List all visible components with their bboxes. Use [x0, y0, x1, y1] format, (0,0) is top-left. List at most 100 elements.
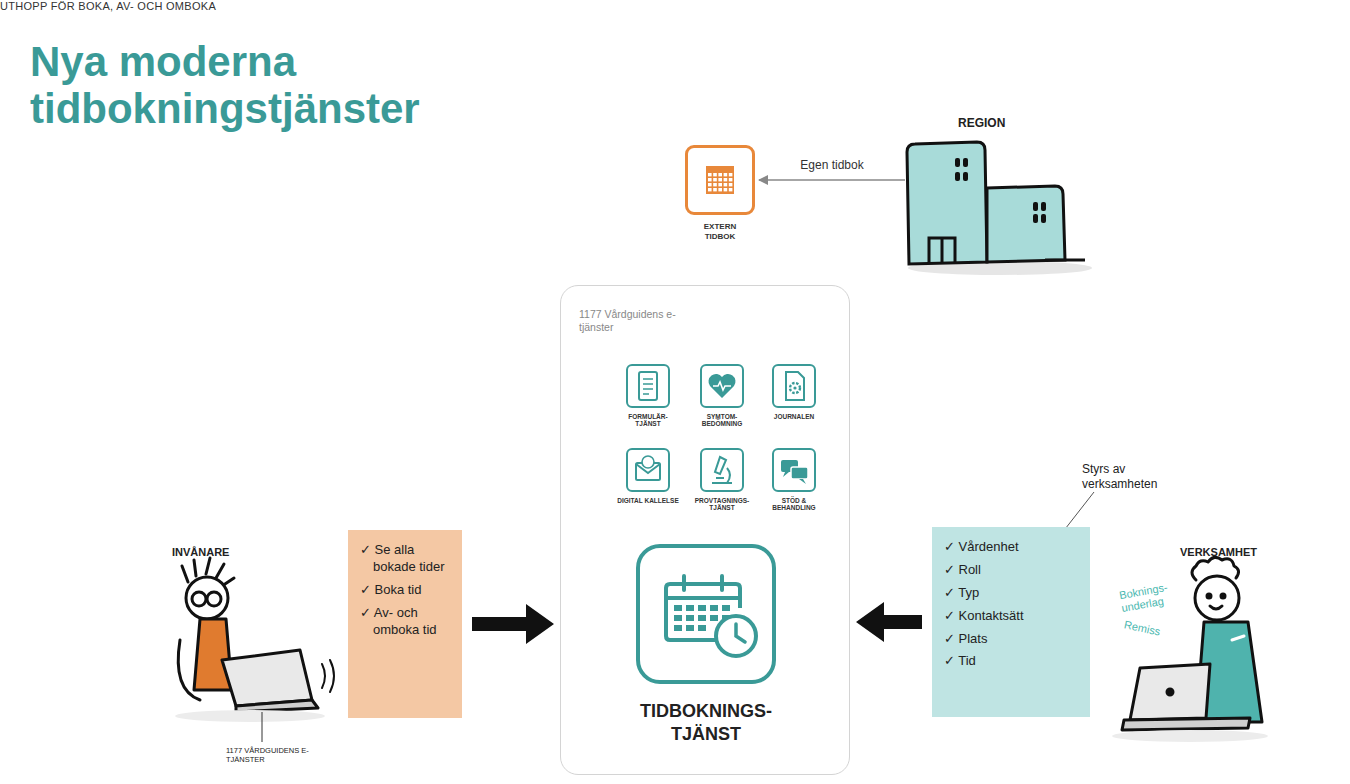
- node-ext: EXTERN TIDBOK: [683, 145, 757, 241]
- door: [929, 238, 955, 262]
- smile: [1210, 606, 1222, 609]
- service-label: STÖD & BEHANDLING: [763, 497, 825, 512]
- calendar-frame: [706, 166, 734, 194]
- service-icon: [772, 364, 816, 408]
- service-glyph: [774, 366, 814, 406]
- motion-lines: [322, 660, 334, 692]
- calendar-cell: [718, 183, 722, 186]
- checklist-item: ✓ Boka tid: [360, 582, 454, 599]
- building-tall: [907, 142, 987, 264]
- window: [963, 172, 968, 181]
- edge-label: Egen tidbok: [800, 158, 863, 172]
- node-icon: SYMTOM- BEDÖMNING: [691, 364, 753, 428]
- window: [1041, 202, 1046, 211]
- calendar-cell: [724, 188, 728, 191]
- node-label: EXTERN TIDBOK: [694, 222, 746, 241]
- calendar-cell: [708, 188, 712, 191]
- block-arrow: [472, 604, 554, 644]
- clock-face: [716, 616, 756, 656]
- checklist-item: ✓ Plats: [944, 631, 1082, 648]
- service-label: SYMTOM- BEDÖMNING: [691, 413, 753, 428]
- connector: [759, 179, 905, 181]
- calendar-cell: [698, 605, 706, 611]
- calendar-cell: [722, 605, 730, 611]
- calendar-cell: [708, 183, 712, 186]
- staff-figure: [1122, 557, 1262, 730]
- calendar-cell: [686, 625, 694, 631]
- node-big: TIDBOKNINGS- TJÄNST: [606, 544, 806, 747]
- node-icon: DIGITAL KALLELSE: [617, 448, 679, 504]
- node-panel: 1177 Vårdguidens e-tjänsterFORMULÄR- TJÄ…: [560, 285, 850, 775]
- window: [955, 172, 960, 181]
- laptop: [1130, 664, 1210, 720]
- checklist-item: ✓ Typ: [944, 585, 1082, 602]
- calendar-cell: [713, 188, 717, 191]
- service-glyph: [702, 450, 742, 490]
- calendar-cell: [674, 615, 682, 621]
- calendar-rings: [666, 576, 740, 598]
- calendar-cell: [718, 188, 722, 191]
- service-label: FORMULÄR- TJÄNST: [617, 413, 679, 428]
- ground-line: [1045, 259, 1085, 262]
- calendar-cell: [729, 173, 733, 176]
- window: [1033, 214, 1038, 223]
- calendar-cell: [674, 625, 682, 631]
- note-label: Remiss: [1123, 618, 1161, 637]
- service-icon: [772, 448, 816, 492]
- service-icon: [626, 364, 670, 408]
- glyph-part: [713, 382, 731, 390]
- checklist-item: ✓ Kontaktsätt: [944, 608, 1082, 625]
- service-label: JOURNALEN: [763, 413, 825, 420]
- eye: [1221, 594, 1225, 598]
- note-label: VERKSAMHET: [1180, 546, 1257, 558]
- service-icon: [700, 448, 744, 492]
- building: [905, 136, 1095, 281]
- glyph-part: [643, 379, 653, 394]
- calendar-cell: [708, 178, 712, 181]
- note-label: 1177 VÅRDGUIDENS E-TJÄNSTER: [226, 746, 316, 765]
- shadow: [1112, 730, 1268, 742]
- calendar-cell: [710, 605, 718, 611]
- note-label: Boknings- underlag: [1118, 579, 1182, 615]
- shirt: [194, 619, 232, 690]
- checklist-item: ✓ Av- och omboka tid: [360, 605, 454, 639]
- calendar-cell: [698, 625, 706, 631]
- laptop: [222, 650, 312, 706]
- logo: [1167, 689, 1173, 695]
- calendar-cell: [710, 615, 718, 621]
- block-arrow: [856, 602, 922, 642]
- node-icon: PROVTAGNINGS- TJÄNST: [691, 448, 753, 512]
- service-glyph: [628, 450, 668, 490]
- calendar-cell: [674, 605, 682, 611]
- calendar-cell: [718, 173, 722, 176]
- head: [1195, 576, 1239, 620]
- node-list: ✓ Vårdenhet✓ Roll✓ Typ✓ Kontaktsätt✓ Pla…: [932, 527, 1090, 717]
- calendar-cell: [686, 605, 694, 611]
- calendar-cell: [713, 173, 717, 176]
- service-glyph: [628, 366, 668, 406]
- booking-icon: [636, 544, 776, 684]
- glyph-part: [799, 479, 806, 484]
- note-label: INVÅNARE: [172, 546, 229, 558]
- service-label: DIGITAL KALLELSE: [617, 497, 679, 504]
- calendar-glyph: [688, 148, 752, 212]
- glyph-part: [791, 467, 808, 479]
- service-glyph: [702, 366, 742, 406]
- service-glyph: [774, 450, 814, 490]
- checklist-item: ✓ Roll: [944, 562, 1082, 579]
- citizen-figure: [178, 558, 334, 712]
- leader-line: [262, 712, 263, 742]
- window: [1033, 202, 1038, 211]
- glyph-part: [639, 372, 657, 400]
- service-title: TIDBOKNINGS- TJÄNST: [606, 700, 806, 747]
- calendar-cell: [718, 178, 722, 181]
- note-label: Styrs av verksamheten: [1082, 462, 1172, 492]
- node-icon: JOURNALEN: [763, 364, 825, 420]
- head: [186, 577, 228, 619]
- node-region: REGION: [905, 116, 1095, 281]
- checklist-item: ✓ Tid: [944, 653, 1082, 670]
- calendar-cell: [686, 615, 694, 621]
- calendar-cell: [713, 183, 717, 186]
